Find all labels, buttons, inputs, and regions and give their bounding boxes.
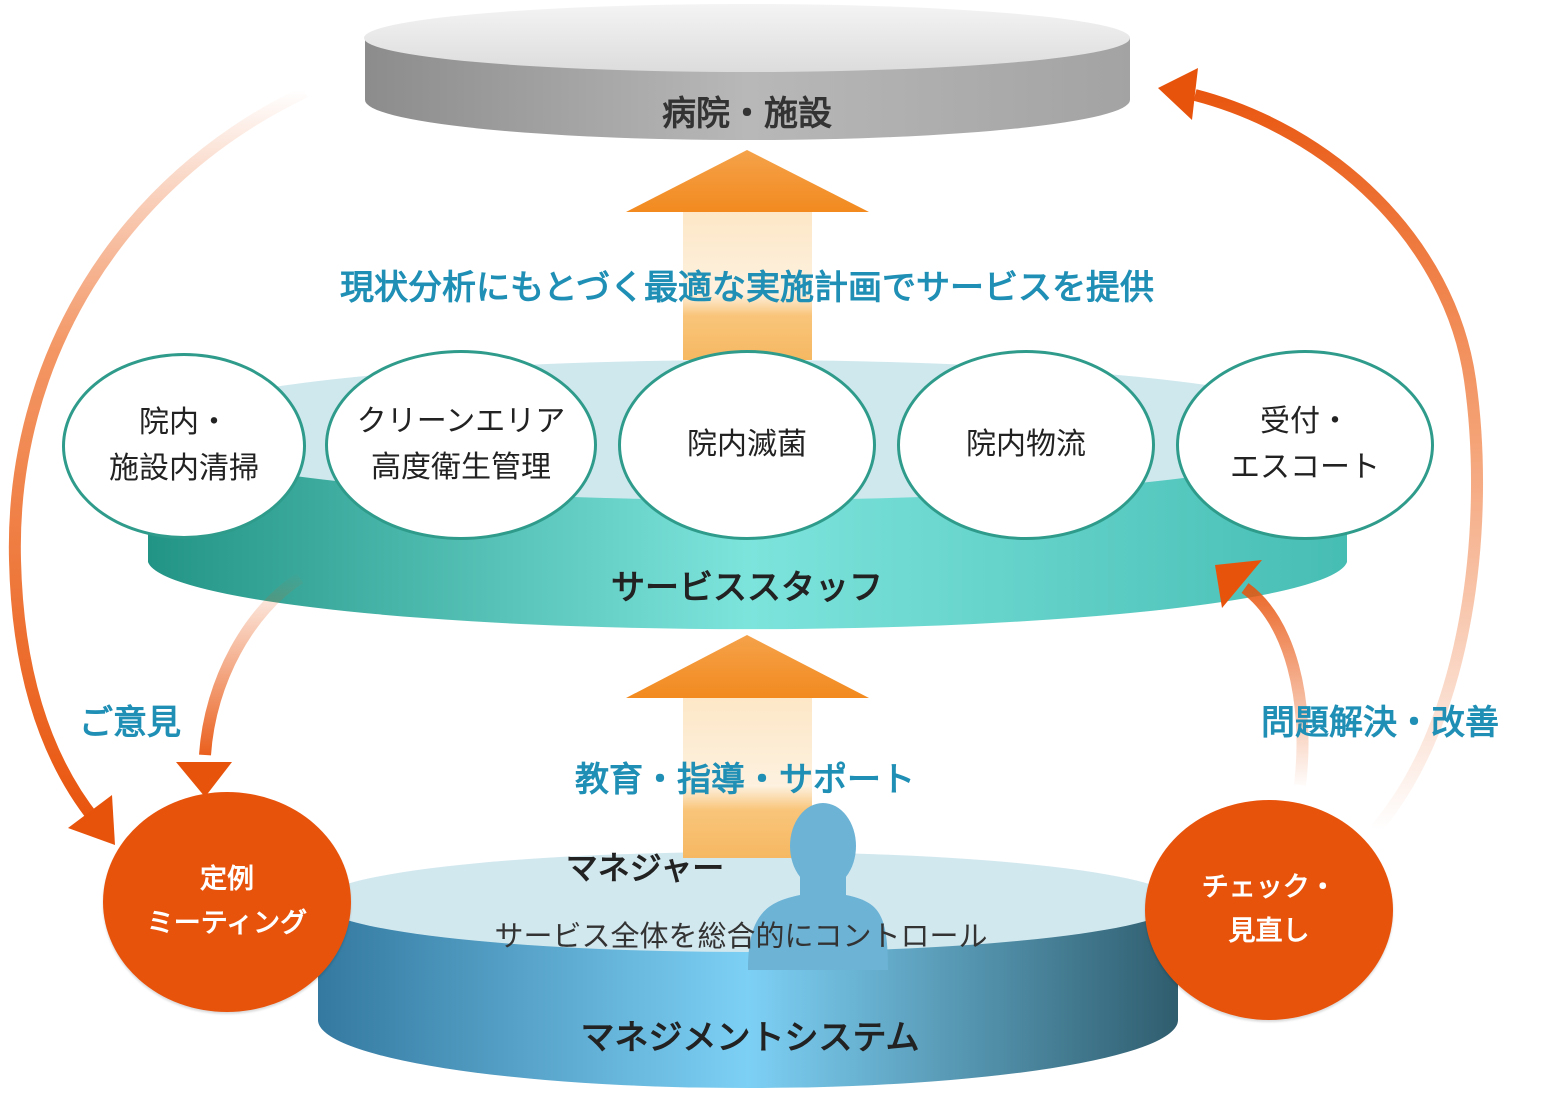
service-line: エスコート xyxy=(1230,450,1380,485)
facility-disc-top xyxy=(364,4,1130,72)
service-oval-clean-area: クリーンエリア 高度衛生管理 xyxy=(325,350,597,540)
left-cycle-arrow xyxy=(8,86,308,824)
service-line: 院内物流 xyxy=(966,427,1086,462)
person-silhouette-icon xyxy=(748,803,888,970)
service-line: クリーンエリア xyxy=(356,404,566,439)
service-line: 受付・ xyxy=(1260,404,1350,439)
service-oval-reception: 受付・ エスコート xyxy=(1176,350,1434,540)
right-cycle-arrow xyxy=(1193,89,1484,834)
service-oval-cleaning: 院内・ 施設内清掃 xyxy=(62,353,306,539)
upper-arrow-head xyxy=(626,150,869,212)
meeting-line: 定例 xyxy=(200,864,254,895)
upper-arrow-shaft xyxy=(683,212,812,360)
lower-arrow-head xyxy=(626,635,869,698)
manager-description: サービス全体を総合的にコントロール xyxy=(494,919,988,953)
improvement-arrow xyxy=(1241,583,1309,786)
service-oval-sterilization: 院内滅菌 xyxy=(618,350,876,540)
service-oval-logistics: 院内物流 xyxy=(897,350,1155,540)
service-line: 高度衛生管理 xyxy=(371,450,551,485)
system-disc-top xyxy=(318,852,1178,952)
check-line: 見直し xyxy=(1228,916,1310,947)
feedback-label: ご意見 xyxy=(79,703,181,743)
check-disc: チェック・ 見直し xyxy=(1145,800,1393,1020)
improvement-label: 問題解決・改善 xyxy=(1261,703,1499,743)
lower-arrow-shaft xyxy=(683,698,812,858)
improvement-arrowhead xyxy=(1215,560,1262,608)
left-cycle-arrowhead xyxy=(68,795,115,845)
service-message: 現状分析にもとづく最適な実施計画でサービスを提供 xyxy=(340,268,1154,308)
feedback-arrow xyxy=(199,572,304,756)
right-cycle-arrowhead xyxy=(1158,68,1198,120)
support-message: 教育・指導・サポート xyxy=(575,760,915,800)
service-line: 施設内清掃 xyxy=(109,451,259,486)
system-disc-side xyxy=(318,918,1178,1088)
service-line: 院内滅菌 xyxy=(687,427,807,462)
feedback-arrowhead xyxy=(176,762,232,797)
service-line: 院内・ xyxy=(139,405,229,440)
meeting-line: ミーティング xyxy=(146,908,308,939)
check-line: チェック・ xyxy=(1201,872,1337,903)
meeting-disc: 定例 ミーティング xyxy=(103,792,351,1012)
management-system-label: マネジメントシステム xyxy=(580,1018,920,1058)
service-staff-label: サービススタッフ xyxy=(611,568,883,608)
manager-label: マネジャー xyxy=(565,849,725,887)
facility-label: 病院・施設 xyxy=(662,94,832,134)
